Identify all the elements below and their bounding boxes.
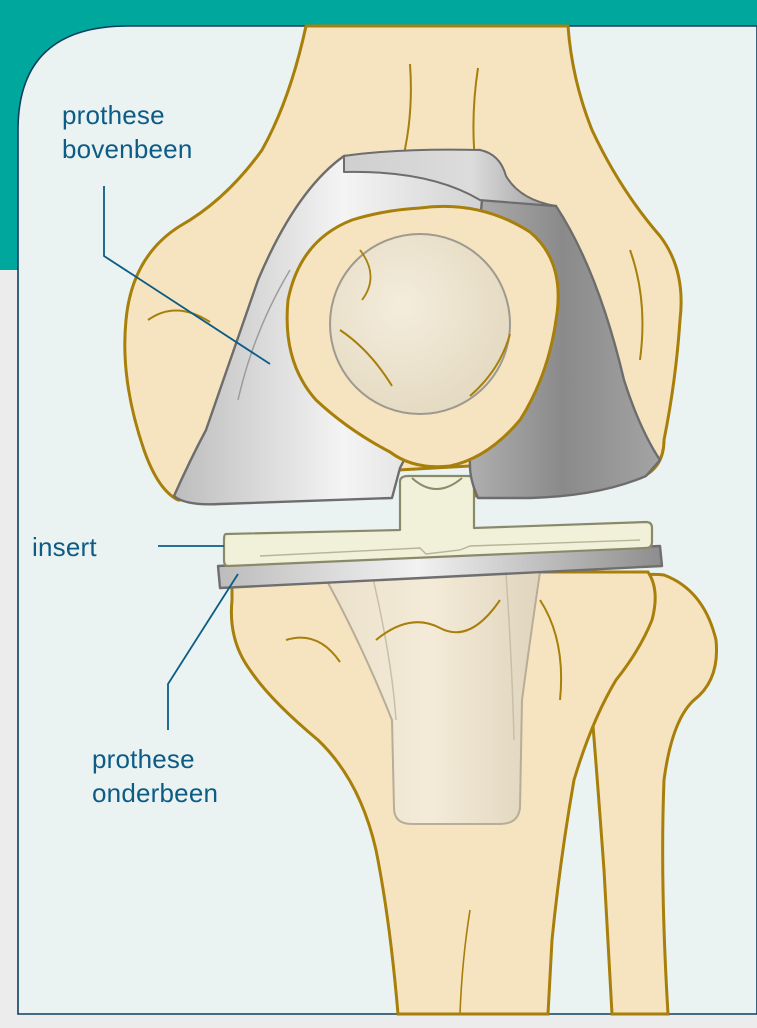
label-tibial-component: prothese onderbeen (92, 742, 218, 810)
label-femoral-line1: prothese (62, 98, 192, 132)
label-tibial-line2: onderbeen (92, 776, 218, 810)
label-tibial-line1: prothese (92, 742, 218, 776)
patella-component (330, 234, 510, 414)
label-femoral-component: prothese bovenbeen (62, 98, 192, 166)
label-insert-text: insert (32, 530, 97, 564)
label-insert: insert (32, 530, 97, 564)
label-femoral-line2: bovenbeen (62, 132, 192, 166)
